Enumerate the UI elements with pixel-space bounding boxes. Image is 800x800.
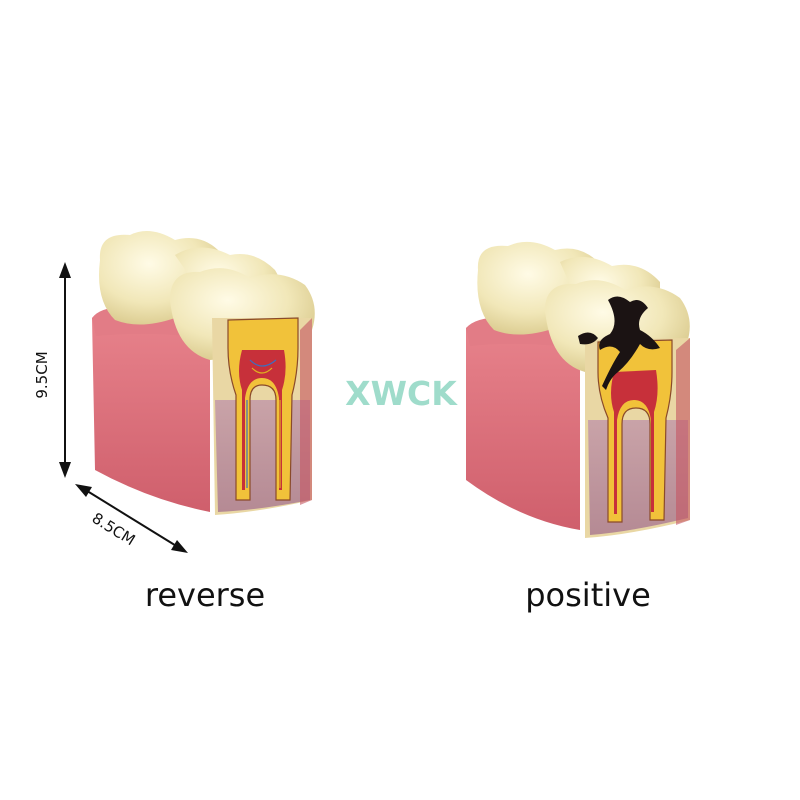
left-gum-block [92,311,210,512]
right-caries-spot [578,332,598,345]
left-bone [215,400,310,512]
width-arrow [75,484,188,553]
right-gum-block [466,320,580,530]
left-nerves [246,359,281,488]
right-bone [588,420,688,535]
reverse-caption: reverse [144,576,266,614]
right-pulp [611,370,658,514]
watermark-text: XWCK [345,374,457,413]
height-dimension-label: 9.5CM [33,351,51,399]
right-caries [599,296,660,390]
left-pulp [239,350,286,490]
height-arrow [59,262,71,478]
left-tooth-model [92,231,315,515]
positive-caption: positive [525,576,651,614]
right-tooth-model [466,241,690,538]
